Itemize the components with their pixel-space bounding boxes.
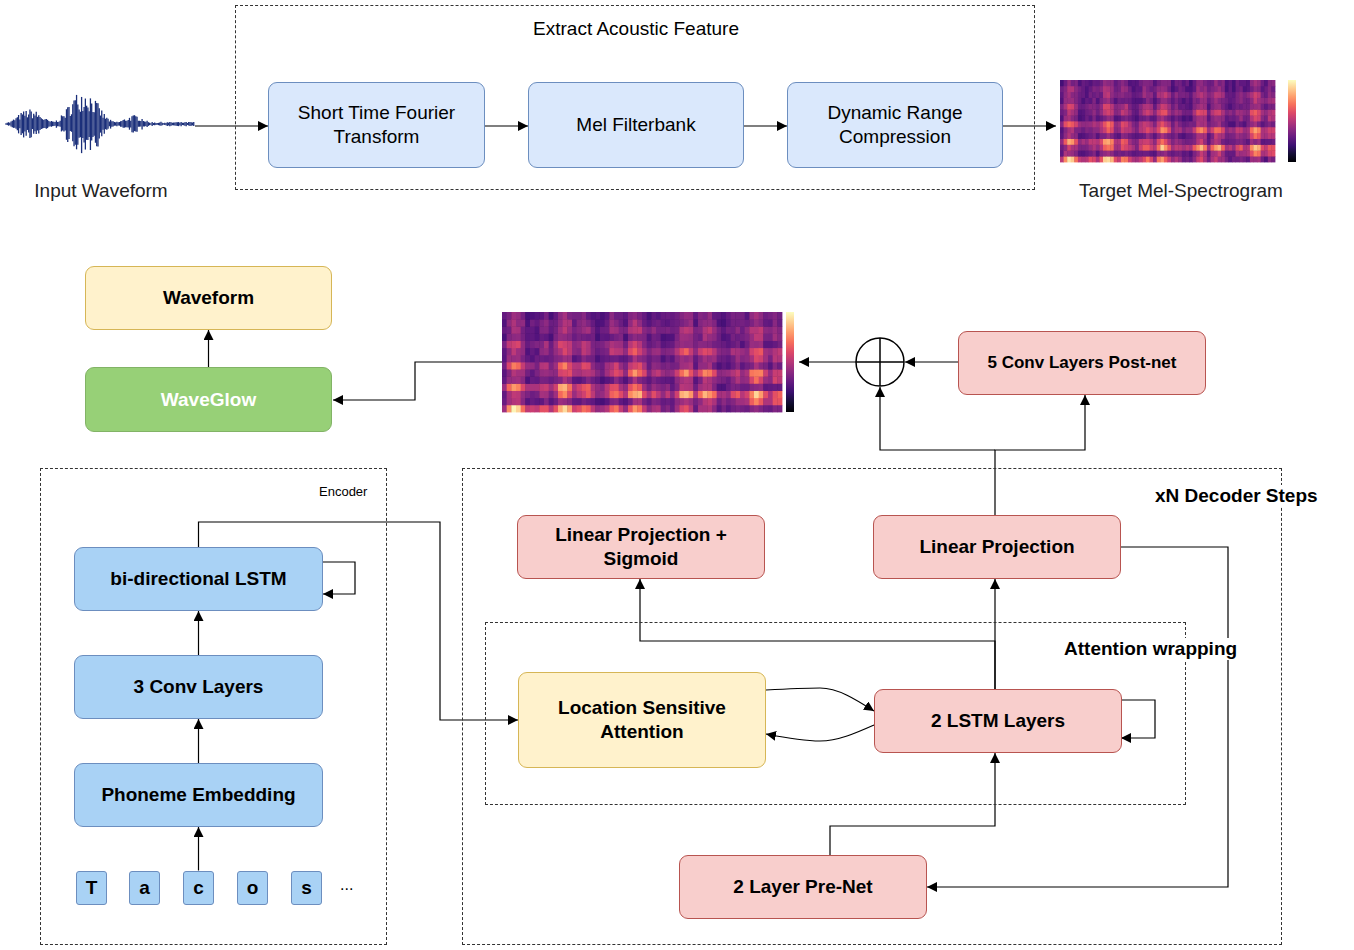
self-loop <box>1120 700 1155 738</box>
box-label: Location Sensitive Attention <box>529 696 755 744</box>
connector-arrow <box>830 753 995 855</box>
connector-arrow <box>485 125 528 126</box>
wire <box>333 362 502 400</box>
waveform-figure: Input Waveform <box>5 86 197 204</box>
attention-group: Attention wrappingLocation Sensitive Att… <box>485 622 1186 805</box>
mel-spectrogram-image <box>1060 80 1296 162</box>
character-box: a <box>129 871 160 905</box>
box-label: WaveGlow <box>161 388 256 412</box>
group-title: Extract Acoustic Feature <box>236 18 1036 40</box>
box-label: a <box>139 876 150 900</box>
box-label: 2 LSTM Layers <box>931 709 1065 733</box>
connector-arrow <box>208 330 209 367</box>
spectrogram-figure: Target Mel-Spectrogram <box>1056 78 1306 204</box>
lstm-box: 2 LSTM Layers <box>874 689 1122 753</box>
box-label: s <box>301 876 312 900</box>
wire <box>905 361 958 362</box>
box-label: c <box>193 876 204 900</box>
encoder-layer: 3 Conv Layers <box>74 655 323 719</box>
character-box: o <box>237 871 268 905</box>
box-label: Phoneme Embedding <box>101 783 295 807</box>
box-label: Dynamic Range Compression <box>798 101 992 149</box>
box-label: Linear Projection <box>919 535 1074 559</box>
character-box: T <box>76 871 107 905</box>
encoder-group: Encoder bi-directional LSTM 3 Conv LayersP… <box>40 468 387 945</box>
box-label: o <box>247 876 259 900</box>
box-label: T <box>86 876 98 900</box>
box-label: Short Time Fourier Transform <box>279 101 474 149</box>
ellipsis: ... <box>340 876 353 894</box>
box-label: Waveform <box>163 286 254 310</box>
figure-caption: Target Mel-Spectrogram <box>1056 180 1306 202</box>
waveform-illustration <box>6 95 194 153</box>
feature-group: Extract Acoustic FeatureShort Time Fouri… <box>235 5 1035 190</box>
group-title: Attention wrapping <box>1064 638 1264 660</box>
figure-caption: Input Waveform <box>5 180 197 202</box>
connector-arrow <box>198 611 199 655</box>
output-box: Waveform <box>85 266 332 330</box>
self-loop <box>322 562 355 594</box>
group-title: Encoder <box>319 484 381 499</box>
prenet-box: 2 Layer Pre-Net <box>679 855 927 919</box>
mel-spectrogram-image <box>502 312 794 412</box>
postnet-box: 5 Conv Layers Post-net <box>958 331 1206 395</box>
projection-box: Linear Projection <box>873 515 1121 579</box>
decoder-group: xN Decoder StepsLinear Projection + Sigm… <box>462 468 1282 945</box>
connector-arrow <box>1003 125 1056 126</box>
box-label: 2 Layer Pre-Net <box>733 875 872 899</box>
character-box: s <box>291 871 322 905</box>
connector-arrow <box>198 827 199 871</box>
vocoder-box: WaveGlow <box>85 367 332 432</box>
group-title: xN Decoder Steps <box>1155 485 1343 507</box>
process-box: Dynamic Range Compression <box>787 82 1003 168</box>
stop-token-box: Linear Projection + Sigmoid <box>517 515 765 579</box>
box-label: 5 Conv Layers Post-net <box>988 352 1177 373</box>
sum-symbol <box>856 338 904 386</box>
connector-arrow <box>198 719 199 763</box>
encoder-layer: bi-directional LSTM <box>74 547 323 611</box>
encoder-layer: Phoneme Embedding <box>74 763 323 827</box>
connector-arrow <box>995 395 1085 515</box>
connector-arrow <box>195 125 268 126</box>
connector-arrow <box>766 688 874 711</box>
box-label: 3 Conv Layers <box>134 675 264 699</box>
box-label: bi-directional LSTM <box>110 567 286 591</box>
wire <box>799 361 856 362</box>
process-box: Mel Filterbank <box>528 82 744 168</box>
process-box: Short Time Fourier Transform <box>268 82 485 168</box>
character-box: c <box>183 871 214 905</box>
connector-arrow <box>766 725 874 741</box>
connector-arrow <box>744 125 787 126</box>
attention-box: Location Sensitive Attention <box>518 672 766 768</box>
wire <box>880 387 995 450</box>
box-label: Linear Projection + Sigmoid <box>528 523 754 571</box>
box-label: Mel Filterbank <box>576 113 695 137</box>
